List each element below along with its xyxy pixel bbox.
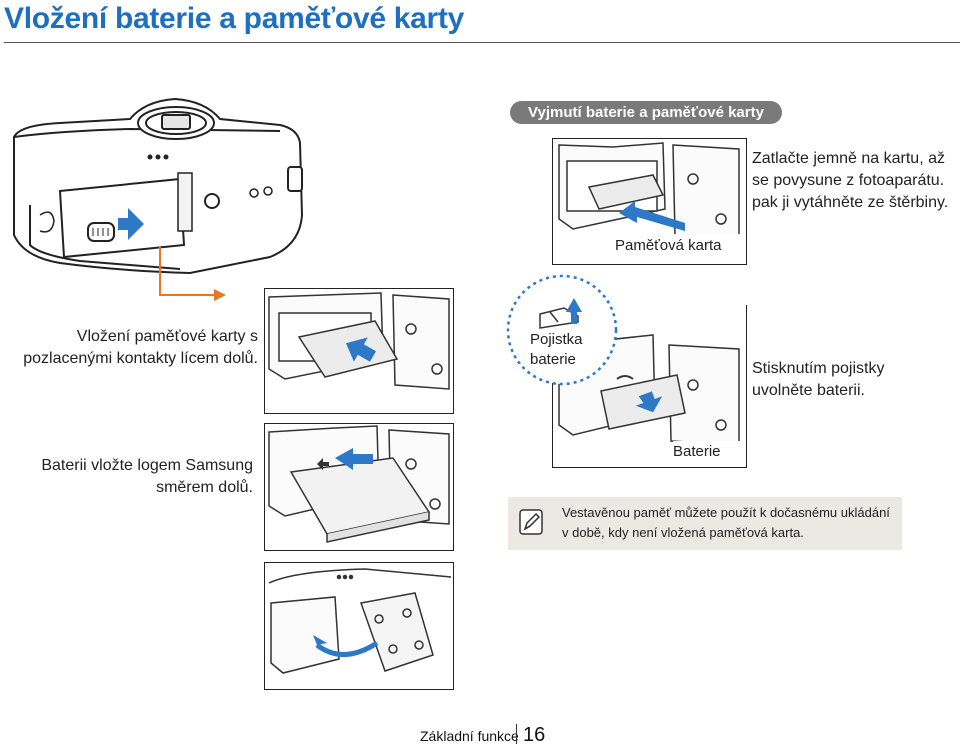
note-text: Vestavěnou paměť můžete použít k dočasné… [562,505,890,540]
battery-insertion-image [264,423,454,551]
title-divider [4,42,960,43]
battery-insertion-instruction: Baterii vložte logem Samsung směrem dolů… [41,457,253,496]
page-title: Vložení baterie a paměťové karty [4,2,464,35]
footer-divider [516,724,517,744]
camera-illustration [13,97,304,275]
page-number: 16 [523,724,546,746]
battery-lock-instruction: Stisknutím pojistky uvolněte baterii. [752,360,885,399]
removal-heading: Vyjmutí baterie a paměťové karty [510,101,782,124]
card-insertion-image [264,288,454,414]
insert-battery-arrow-icon [335,448,373,470]
insert-card-arrow-icon [346,337,376,362]
card-removal-image: Paměťová karta [552,138,747,265]
card-insertion-instruction: Vložení paměťové karty s pozlacenými kon… [23,328,258,367]
guide-connector [159,247,226,301]
note-box [508,497,902,550]
card-removal-instruction: Zatlačte jemně na kartu, až se povysune … [752,150,949,211]
eject-arrow-icon [619,201,685,231]
close-door-arrow-icon [313,635,327,645]
door-closing-image [264,562,454,690]
battery-label: Baterie [673,441,743,463]
insert-arrow-icon [118,208,144,240]
battery-lock-label: Pojistka baterie [530,331,583,368]
battery-lock-zoom [506,274,618,386]
battery-out-arrow-icon [635,391,663,413]
footer-section: Základní funkce [420,728,519,744]
note-pencil-icon [519,509,543,535]
memory-card-label: Paměťová karta [615,234,743,258]
lock-up-arrow-icon [566,298,582,324]
